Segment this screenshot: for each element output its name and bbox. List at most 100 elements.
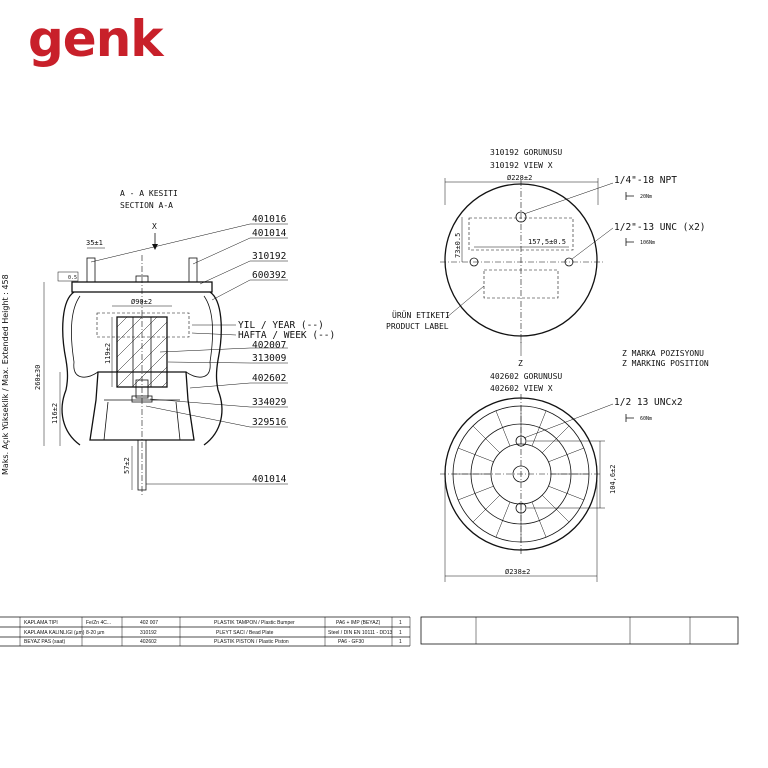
view-x-axis-mark: Z (518, 359, 523, 368)
marking-line2: Z MARKING POSITION (622, 359, 709, 368)
lobe-right-top (185, 361, 211, 378)
row1-c1: KAPLAMA TIPI (24, 620, 58, 626)
stud-wrench-icon (625, 238, 634, 246)
genk-logo: genk (28, 10, 164, 68)
section-view: A - A KESITI SECTION A-A X Maks. Açık Yü… (1, 189, 335, 495)
bellows-inner-left (71, 295, 81, 363)
section-axis-arrowhead (152, 244, 158, 250)
bumper-height-dim: 119±2 (104, 343, 112, 364)
bumper-hatching (116, 316, 168, 388)
product-label-en: PRODUCT LABEL (386, 322, 449, 331)
lobe-left-top (73, 361, 99, 378)
row1-c5: PA6 + IMP (BEYAZ) (336, 620, 381, 626)
part-number-10: 401014 (252, 474, 287, 485)
piston-view-heading-en: 402602 VIEW X (490, 384, 553, 393)
part-number-4: 600392 (252, 270, 286, 281)
max-extended-height-label: Maks. Açık Yükseklik / Max. Extended Hei… (1, 274, 10, 475)
piston-torque: 60Nm (640, 416, 652, 422)
lobe-left-outer (61, 389, 81, 446)
row2-c6: 1 (399, 630, 402, 636)
section-heading-line1: A - A KESITI (120, 189, 178, 198)
week-label: HAFTA / WEEK (--) (238, 330, 335, 341)
stud-leader (571, 227, 614, 260)
product-label-tr: ÜRÜN ETIKETI (392, 310, 450, 320)
piston (89, 371, 195, 441)
stud-spacing-dim: 35±1 (86, 239, 103, 247)
piston-thread-label: 1/2 13 UNCx2 (614, 397, 683, 408)
stud-length-dim: 57±2 (123, 457, 131, 474)
section-heading-line2: SECTION A-A (120, 201, 173, 210)
piston-rib-right (175, 401, 181, 441)
piston-diameter: Ø238±2 (505, 568, 530, 576)
part-number-1: 401016 (252, 214, 287, 225)
piston-height-dim: 116±2 (51, 403, 59, 424)
piston-view: 402602 GORUNUSU 402602 VIEW X (440, 372, 683, 582)
row1-c6: 1 (399, 620, 402, 626)
row1-c4: PLASTIK TAMPON / Plastic Bumper (214, 620, 295, 626)
piston-view-heading-tr: 402602 GORUNUSU (490, 372, 562, 381)
flatness-note: 0.5 (68, 275, 77, 281)
part-number-7: 402602 (252, 373, 286, 384)
hole-spacing-dim: 104,6±2 (609, 464, 617, 494)
piston-thread-leader (523, 403, 614, 439)
row3-c3: 402602 (140, 639, 157, 645)
row2-c2: 8-20 µm (86, 630, 104, 636)
part-number-5: 402007 (252, 340, 286, 351)
row2-c1: KAPLAMA KALINLIGI (µm) (24, 630, 85, 636)
part-number-8: 334029 (252, 397, 287, 408)
stud-hole-left (469, 257, 479, 267)
row3-c4: PLASTIK PISTON / Plastic Piston (214, 639, 289, 645)
stud-hole-right (564, 257, 574, 267)
port-leader (523, 182, 614, 215)
piston-rib-left (103, 401, 109, 441)
view-x-stud-spacing: 157,5±0.5 (528, 238, 566, 246)
part-leaders (90, 223, 288, 485)
air-port-fitting (135, 275, 149, 283)
piston-wrench-icon (625, 414, 634, 422)
view-x-heading-en: 310192 VIEW X (490, 161, 553, 170)
part-number-2: 401014 (252, 228, 287, 239)
air-port-hole (515, 211, 527, 223)
product-label-leader (445, 285, 485, 319)
port-wrench-icon (625, 192, 634, 200)
bumper-bore (132, 316, 152, 388)
row1-c2: Fe/Zn 4C... (86, 620, 111, 626)
top-diameter-dim: Ø90±2 (131, 298, 152, 306)
row3-c1: BEYAZ PAS (saat) (24, 639, 66, 645)
top-stud-left (86, 257, 96, 283)
row2-c5: Steel / DIN EN 10111 - DD13 (328, 630, 393, 636)
part-number-9: 329516 (252, 417, 287, 428)
parts-table: KAPLAMA TIPI Fe/Zn 4C... 402 007 PLASTIK… (0, 616, 739, 647)
bellows-right (209, 291, 222, 391)
row3-c6: 1 (399, 639, 402, 645)
lobe-right-outer (203, 389, 223, 446)
bellows-inner-right (203, 295, 213, 363)
year-week-marking-area (96, 312, 190, 338)
bellows-left (62, 291, 75, 391)
top-stud-right (188, 257, 198, 283)
stud-torque: 106Nm (640, 240, 655, 246)
row3-c5: PA6 - GF30 (338, 639, 364, 645)
marking-line1: Z MARKA POZISYONU (622, 349, 704, 358)
bottom-stud (137, 439, 147, 491)
product-label-area (483, 269, 559, 299)
view-x-diameter: Ø228±2 (507, 174, 532, 182)
part-number-3: 310192 (252, 251, 286, 262)
part-number-6: 313009 (252, 353, 287, 364)
view-x-hidden-rect (468, 217, 574, 251)
piston-bolt (135, 379, 149, 399)
view-x: 310192 GORUNUSU 310192 VIEW X Ø228±2 157… (386, 148, 709, 368)
view-x-heading-tr: 310192 GORUNUSU (490, 148, 562, 157)
year-label: YIL / YEAR (--) (238, 320, 324, 331)
max-height-dim: 260±30 (34, 365, 42, 390)
view-x-offset: 73±0.5 (454, 233, 462, 258)
flatness-box (57, 271, 79, 282)
section-axis-mark: X (152, 222, 157, 231)
port-label: 1/4"-18 NPT (614, 175, 677, 186)
port-torque: 20Nm (640, 194, 652, 200)
row1-c3: 402 007 (140, 620, 158, 626)
row2-c3: 310192 (140, 630, 157, 636)
row2-c4: PLEYT SACI / Bead Plate (216, 630, 274, 636)
stud-label: 1/2"-13 UNC (x2) (614, 222, 706, 233)
